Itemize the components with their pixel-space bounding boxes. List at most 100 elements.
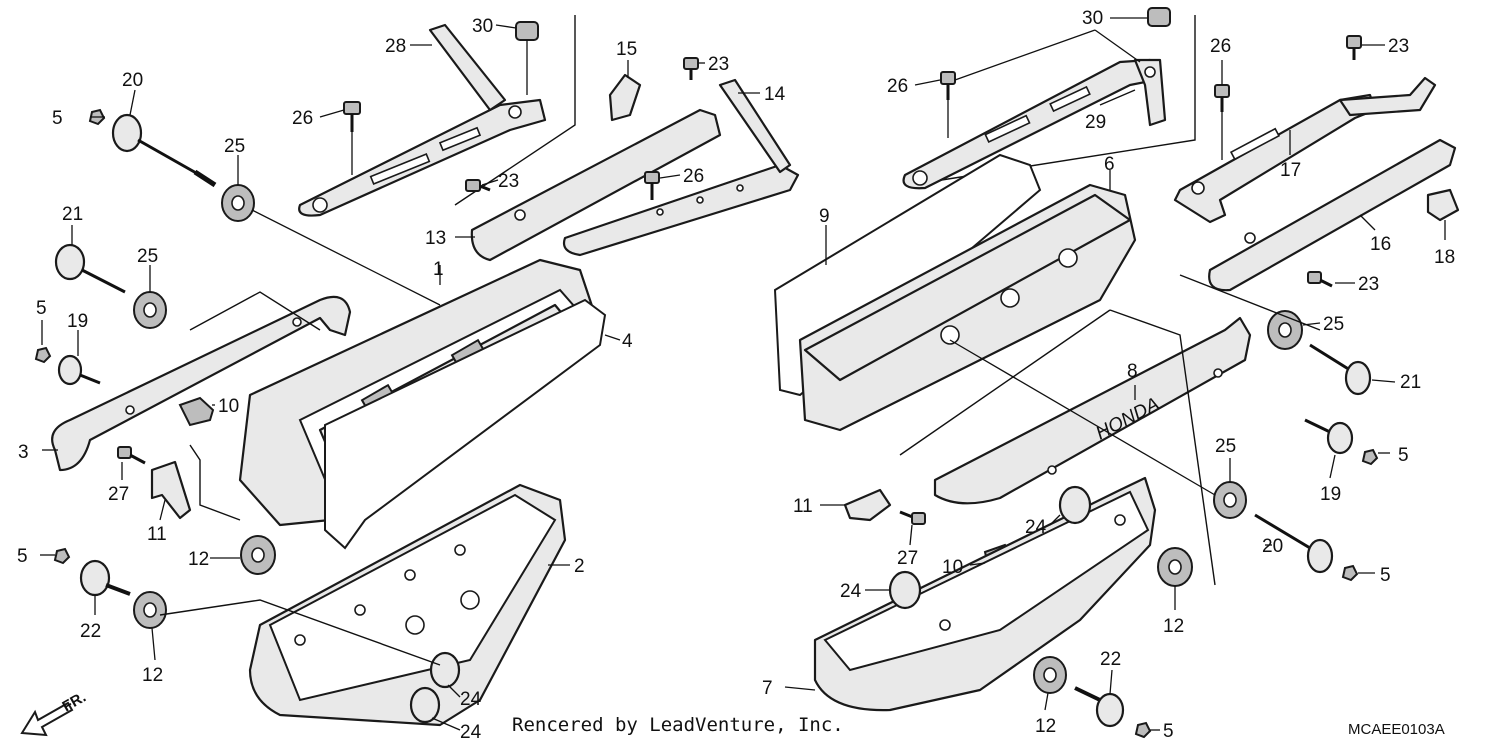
callout-7: 7 [762, 678, 773, 699]
bolt-22-left [79, 559, 131, 597]
grommet-30-right [1147, 7, 1171, 27]
front-arrow-icon [20, 701, 74, 737]
callout-21a: 21 [62, 204, 83, 225]
callout-2: 2 [574, 556, 585, 577]
collar-24-right-a [1058, 485, 1092, 525]
diagram-code: MCAEE0103A [1348, 721, 1445, 738]
lower-case-2 [248, 483, 567, 727]
leader-lines-left [40, 24, 760, 731]
bracket-11-right [843, 488, 892, 522]
render-credit: Rencered by LeadVenture, Inc. [512, 714, 844, 736]
bolt-23-a [683, 57, 699, 80]
callout-26c: 26 [887, 76, 908, 97]
callout-20b: 20 [1262, 536, 1283, 557]
stay-17 [1173, 76, 1437, 224]
callout-10b: 10 [942, 557, 963, 578]
bolt-19-left [57, 354, 101, 386]
callout-5c: 5 [17, 546, 28, 567]
bolt-27-left [117, 446, 146, 465]
front-direction-arrow: FR. [20, 689, 89, 737]
callout-11a: 11 [147, 524, 167, 545]
callout-4: 4 [622, 331, 633, 352]
nut-5-d [1361, 448, 1379, 466]
bolt-27-right [899, 510, 926, 525]
callout-26b: 26 [683, 166, 704, 187]
grommet-12-right-b [1033, 656, 1067, 694]
collar-24-left-a [429, 651, 461, 689]
callout-5f: 5 [1163, 721, 1174, 742]
callout-12a: 12 [188, 549, 209, 570]
callout-27a: 27 [108, 484, 129, 505]
callout-23a: 23 [708, 54, 729, 75]
bolt-23-c [1346, 35, 1362, 60]
clip-15 [608, 73, 642, 122]
callout-3: 3 [18, 442, 29, 463]
collar-24-right-b [888, 570, 922, 610]
callout-21b: 21 [1400, 372, 1421, 393]
callout-30b: 30 [1082, 8, 1103, 29]
rail-13 [470, 108, 722, 262]
rod-20-left [111, 113, 217, 188]
nut-5-f [1134, 721, 1152, 739]
callout-5e: 5 [1380, 565, 1391, 586]
callout-16: 16 [1370, 234, 1391, 255]
callout-12d: 12 [1035, 716, 1056, 737]
callout-13: 13 [425, 228, 446, 249]
callout-25b: 25 [137, 246, 158, 267]
group-outline-28 [454, 15, 576, 206]
callout-24d: 24 [840, 581, 862, 602]
callout-23d: 23 [1358, 274, 1379, 295]
callout-19a: 19 [67, 311, 88, 332]
callout-23b: 23 [498, 171, 519, 192]
callout-30a: 30 [472, 16, 493, 37]
cap-18 [1426, 188, 1460, 222]
callout-5a: 5 [52, 108, 63, 129]
saddlebag-case-6 [798, 183, 1137, 432]
stay-29 [902, 58, 1167, 190]
grommet-12-left-b [133, 591, 167, 629]
grommet-25-right-b [1213, 481, 1247, 519]
callout-22b: 22 [1100, 649, 1121, 670]
callout-18: 18 [1434, 247, 1455, 268]
callout-labels: 1 2 3 4 5 5 5 5 5 5 6 7 8 9 10 10 11 11 … [17, 8, 1455, 743]
gasket-4 [324, 298, 607, 550]
callout-22a: 22 [80, 621, 101, 642]
grommet-25-right-a [1267, 310, 1303, 350]
bolt-19-right [1304, 418, 1354, 455]
callout-12c: 12 [1163, 616, 1184, 637]
callout-10a: 10 [218, 396, 239, 417]
callout-5b: 5 [36, 298, 47, 319]
bolt-26-right-b [1214, 84, 1230, 160]
callout-23c: 23 [1388, 36, 1409, 57]
grommet-25-left-b [133, 291, 167, 329]
callout-25c: 25 [1323, 314, 1344, 335]
rod-21-left [54, 243, 126, 294]
callout-28: 28 [385, 36, 406, 57]
stay-28 [298, 23, 547, 217]
callout-19b: 19 [1320, 484, 1341, 505]
callout-24b: 24 [460, 722, 482, 743]
callout-5d: 5 [1398, 445, 1409, 466]
nut-5-b [34, 346, 52, 364]
callout-1: 1 [433, 259, 444, 280]
callout-15: 15 [616, 39, 637, 60]
lower-case-7 [813, 476, 1157, 712]
callout-25a: 25 [224, 136, 245, 157]
callout-9: 9 [819, 206, 830, 227]
callout-29: 29 [1085, 112, 1106, 133]
bolt-22-right [1074, 686, 1125, 728]
grommet-30-left [515, 21, 539, 95]
callout-8: 8 [1127, 361, 1138, 382]
bolt-26-left [343, 101, 361, 175]
bolt-23-b [465, 179, 491, 192]
nut-5-e [1341, 564, 1359, 582]
clip-10-left [178, 396, 215, 427]
callout-26a: 26 [292, 108, 313, 129]
bolt-26-mid [644, 171, 660, 200]
callout-11b: 11 [793, 496, 813, 517]
nut-5-c [53, 547, 71, 565]
callout-17: 17 [1280, 160, 1301, 181]
bolt-23-d [1307, 271, 1333, 288]
callout-27b: 27 [897, 548, 918, 569]
